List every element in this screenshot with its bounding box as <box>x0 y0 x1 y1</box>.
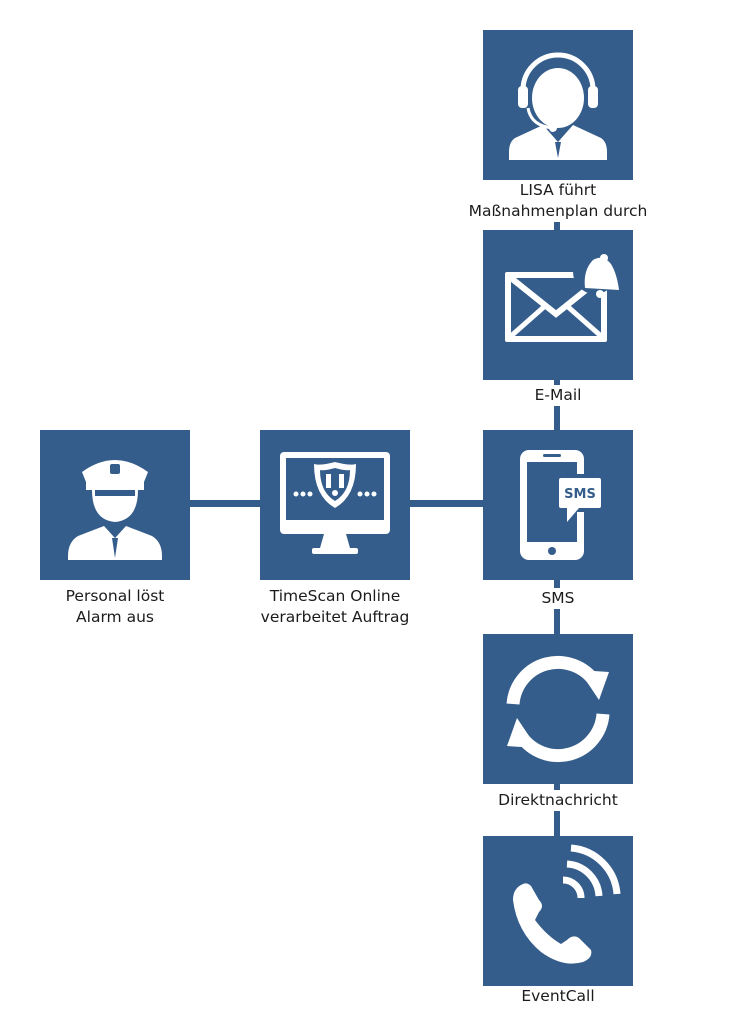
connector-personal-timescan <box>188 500 264 507</box>
connector-timescan-sms <box>410 500 485 507</box>
node-sms: SMS <box>483 430 633 580</box>
svg-text:SMS: SMS <box>564 487 596 502</box>
label-timescan: TimeScan Online verarbeitet Auftrag <box>235 586 435 628</box>
node-timescan <box>260 430 410 580</box>
phone-call-icon <box>513 844 621 964</box>
node-email <box>483 230 633 380</box>
email-bell-icon <box>505 250 619 342</box>
node-eventcall <box>483 836 633 986</box>
smartphone-sms-icon: SMS <box>520 450 605 560</box>
node-lisa-agent <box>483 30 633 180</box>
node-personal <box>40 430 190 580</box>
label-eventcall: EventCall <box>488 986 628 1007</box>
security-officer-icon <box>68 460 162 560</box>
label-lisa-agent: LISA führt Maßnahmenplan durch <box>418 180 698 222</box>
label-direktnachricht: Direktnachricht <box>470 790 646 811</box>
monitor-shield-icon <box>280 452 390 554</box>
node-direktnachricht <box>483 634 633 784</box>
label-email: E-Mail <box>488 385 628 406</box>
label-personal: Personal löst Alarm aus <box>30 586 200 628</box>
label-sms: SMS <box>488 588 628 609</box>
sync-arrows-icon <box>506 655 610 763</box>
headset-agent-icon <box>509 52 607 160</box>
